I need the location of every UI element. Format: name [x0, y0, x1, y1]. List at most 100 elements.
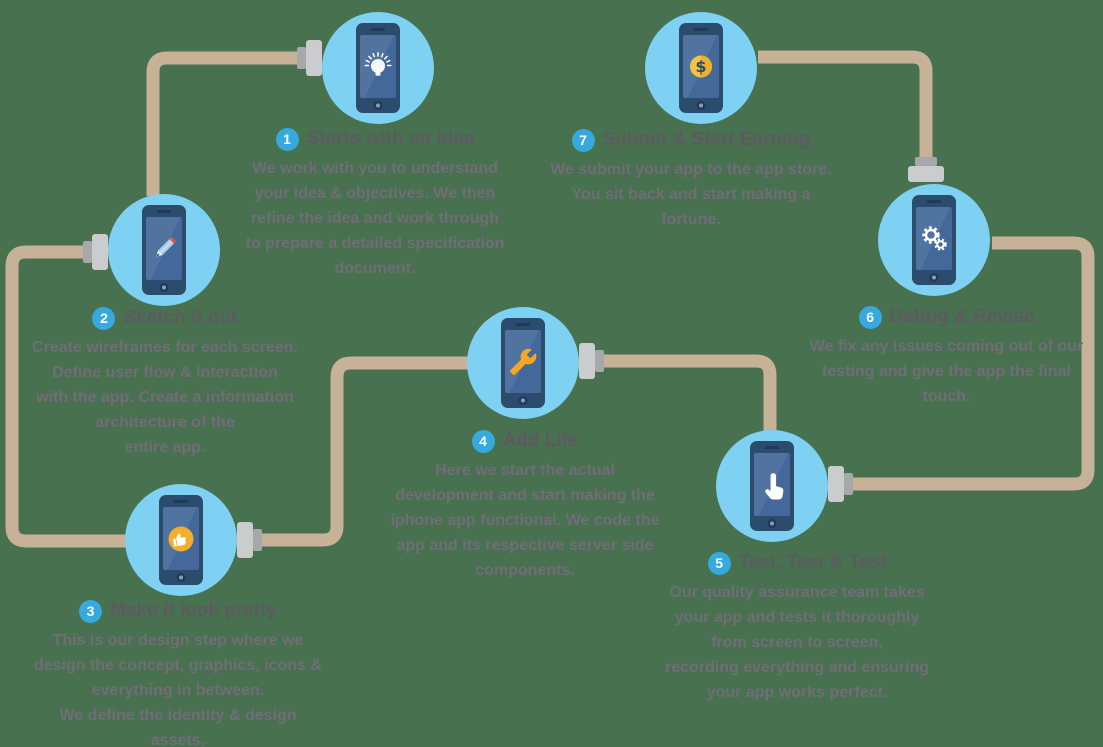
phone-speaker [927, 200, 941, 203]
step-node-2 [108, 194, 220, 306]
phone-screen [163, 507, 199, 570]
plug-collar [844, 473, 853, 495]
step-description-line: your app and tests it thoroughly [674, 609, 920, 626]
phone-speaker [174, 500, 188, 503]
step-caption-5: 5 Test, Test & Test Our quality assuranc… [637, 551, 957, 705]
phone-illustration [912, 195, 956, 285]
phone-screen: $ [683, 35, 719, 98]
phone-illustration [501, 318, 545, 408]
step-number-badge: 4 [471, 429, 495, 453]
plug-body [306, 40, 322, 76]
step-description-line: document. [334, 260, 416, 277]
step-caption-7: 7 Submit & Start Earning We submit your … [531, 128, 851, 232]
phone-illustration: $ [679, 23, 723, 113]
lightbulb-icon [364, 51, 392, 76]
tap-hand-icon [765, 472, 784, 500]
step-node-3 [125, 484, 237, 596]
step-description-line: recording everything and ensuring [664, 659, 930, 676]
phone-speaker [516, 323, 530, 326]
step-title: Starts with an Idea [306, 128, 475, 149]
step-caption-1: 1 Starts with an Idea We work with you t… [210, 127, 540, 281]
plug-collar [595, 350, 604, 372]
plug-collar [83, 241, 92, 263]
thumbs-up-icon [168, 526, 194, 551]
phone-screen [505, 330, 541, 393]
step-title: Submit & Start Earning [602, 129, 811, 150]
step-title: Add Life [502, 430, 579, 451]
step-description-line: refine the idea and work through [250, 210, 500, 227]
step-number-badge: 7 [571, 128, 595, 152]
pencil-icon [156, 236, 176, 257]
step-description-line: This is our design step where we [52, 632, 304, 649]
cable-segment-3-4 [260, 356, 469, 547]
step-number-badge: 6 [858, 305, 882, 329]
phone-screen [754, 453, 790, 516]
gears-icon [922, 225, 947, 251]
step-description-line: development and start making the [395, 487, 655, 504]
step-description-line: We submit your app to the app store. [550, 161, 832, 178]
step-description-line: architecture of the [95, 414, 235, 431]
dollar-coin-icon: $ [690, 55, 712, 77]
plug-collar [297, 47, 306, 69]
phone-illustration [159, 495, 203, 585]
plug-body [92, 234, 108, 270]
step-description-line: to prepare a detailed specification [245, 235, 505, 252]
step-description-line: You sit back and start making a [571, 186, 811, 203]
step-description-line: design the concept, graphics, icons & [33, 657, 323, 674]
phone-illustration [750, 441, 794, 531]
phone-speaker [765, 446, 779, 449]
cable-segment-1-2 [146, 51, 300, 196]
plug-body [237, 522, 253, 558]
step-description-line: We define the identity & design [59, 707, 297, 724]
plug-body [908, 166, 944, 182]
step-description-line: We fix any issues coming out of our [809, 338, 1084, 355]
cable-segment-5-6 [851, 236, 1095, 491]
phone-home-button [518, 396, 528, 405]
step-description-line: with the app. Create a information [36, 389, 294, 406]
step-number-badge: 3 [79, 599, 103, 623]
step-node-6 [878, 184, 990, 296]
step-description-line: app and its respective server side [396, 537, 654, 554]
step-node-5 [716, 430, 828, 542]
step-description-line: testing and give the app the final [822, 363, 1071, 380]
phone-home-button [373, 101, 383, 110]
step-node-4 [467, 307, 579, 419]
phone-speaker [157, 210, 171, 213]
wrench-icon [509, 348, 537, 375]
step-caption-6: 6 Debug & Revise We fix any issues comin… [790, 305, 1103, 409]
step-description-line: fortune. [661, 211, 721, 228]
step-title: Debug & Revise [889, 306, 1035, 327]
step-caption-2: 2 Sketch it out Create wireframes for ea… [5, 306, 325, 460]
step-number-badge: 1 [275, 127, 299, 151]
phone-illustration [142, 205, 186, 295]
step-description-line: everything in between. [91, 682, 265, 699]
plug-body [828, 466, 844, 502]
phone-screen [146, 217, 182, 280]
plug-collar [253, 529, 262, 551]
step-description-line: your idea & objectives. We then [254, 185, 496, 202]
cable-segment-4-5 [602, 354, 777, 433]
step-caption-4: 4 Add Life Here we start the actual deve… [365, 429, 685, 583]
step-description-line: from screen to screen, [711, 634, 883, 651]
phone-home-button [767, 519, 777, 528]
phone-speaker [694, 28, 708, 31]
phone-screen [360, 35, 396, 98]
svg-text:$: $ [695, 57, 706, 76]
phone-home-button [929, 273, 939, 282]
step-description-line: your app works perfect. [706, 684, 888, 701]
phone-home-button [176, 573, 186, 582]
step-node-1 [322, 12, 434, 124]
step-description-line: entire app. [124, 439, 206, 456]
step-description-line: Our quality assurance team takes [669, 584, 925, 601]
step-description-line: Define user flow & interaction [52, 364, 278, 381]
phone-illustration [356, 23, 400, 113]
step-description-line: Here we start the actual [435, 462, 615, 479]
phone-home-button [696, 101, 706, 110]
step-description-line: components. [475, 562, 575, 579]
cable-segment-6-7 [758, 50, 933, 160]
step-description-line: iphone app functional. We code the [390, 512, 660, 529]
cable-segment-2-3 [5, 245, 128, 548]
step-description-line: We work with you to understand [252, 160, 498, 177]
